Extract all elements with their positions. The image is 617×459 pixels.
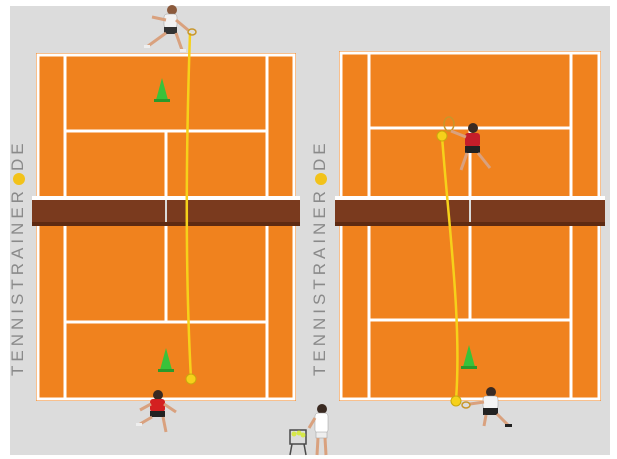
watermark-right-suffix: DE <box>310 139 329 171</box>
tennis-ball-icon <box>451 396 461 406</box>
watermark-left-text: TENNISTRAINER <box>8 187 27 376</box>
right-net <box>335 196 605 226</box>
tennis-ball-icon <box>437 131 447 141</box>
watermark-left-suffix: DE <box>8 139 27 171</box>
watermark-left: TENNISTRAINER DE <box>8 139 28 376</box>
watermark-right-text: TENNISTRAINER <box>310 187 329 376</box>
tennis-ball-icon <box>186 374 196 384</box>
left-net <box>32 196 300 226</box>
tennis-ball-icon <box>315 173 327 185</box>
tennis-ball-icon <box>13 173 25 185</box>
watermark-right: TENNISTRAINER DE <box>310 139 330 376</box>
